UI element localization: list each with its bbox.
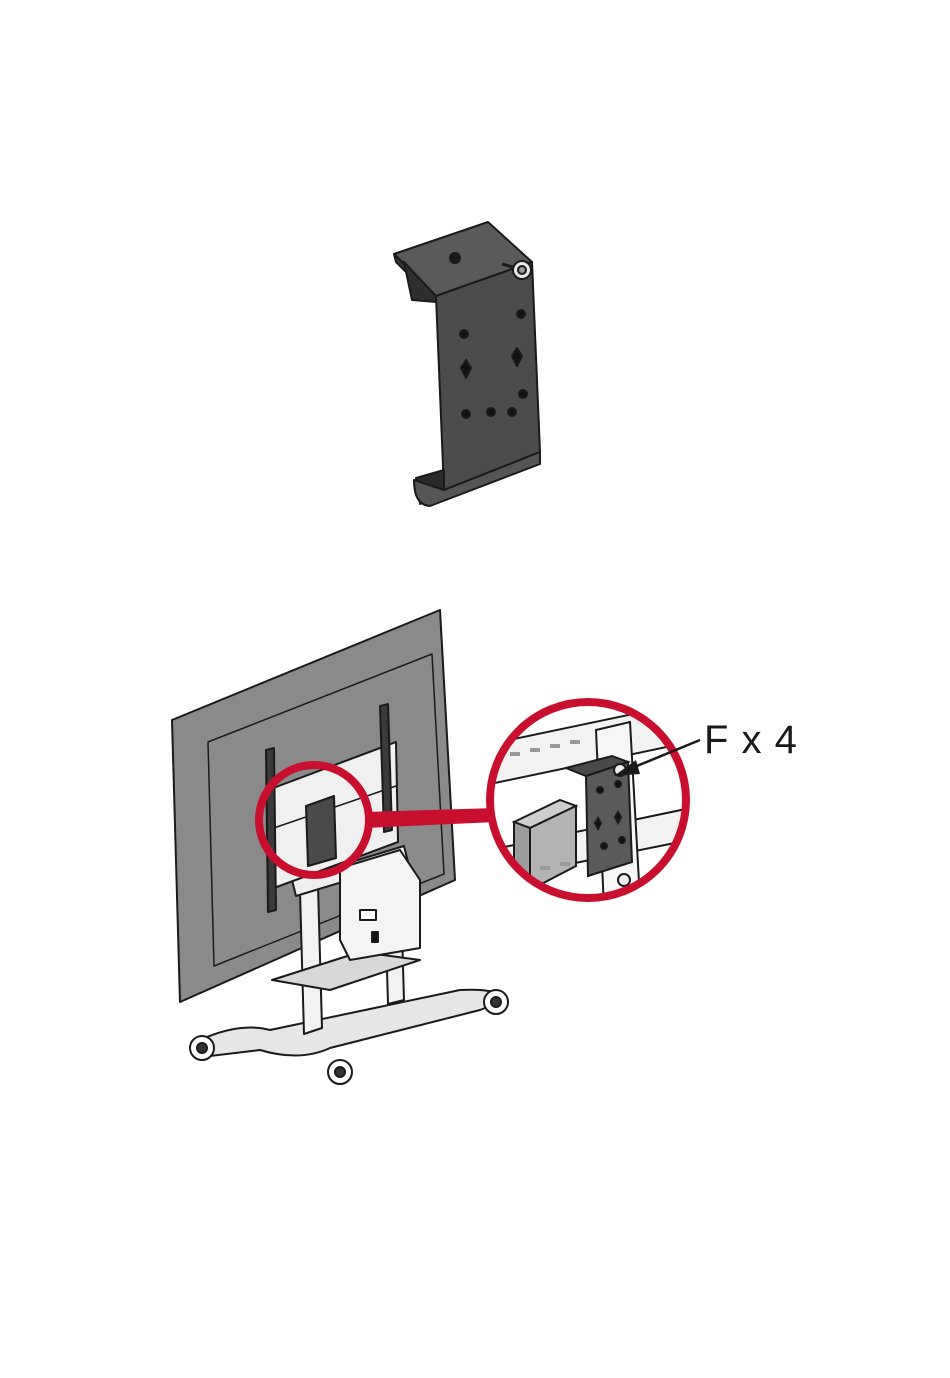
mounting-bracket-icon	[394, 222, 540, 506]
magnified-detail-circle-icon	[490, 700, 700, 908]
callout-quantity-label: F x 4	[704, 718, 798, 763]
display-on-mobile-stand-icon	[172, 610, 508, 1084]
